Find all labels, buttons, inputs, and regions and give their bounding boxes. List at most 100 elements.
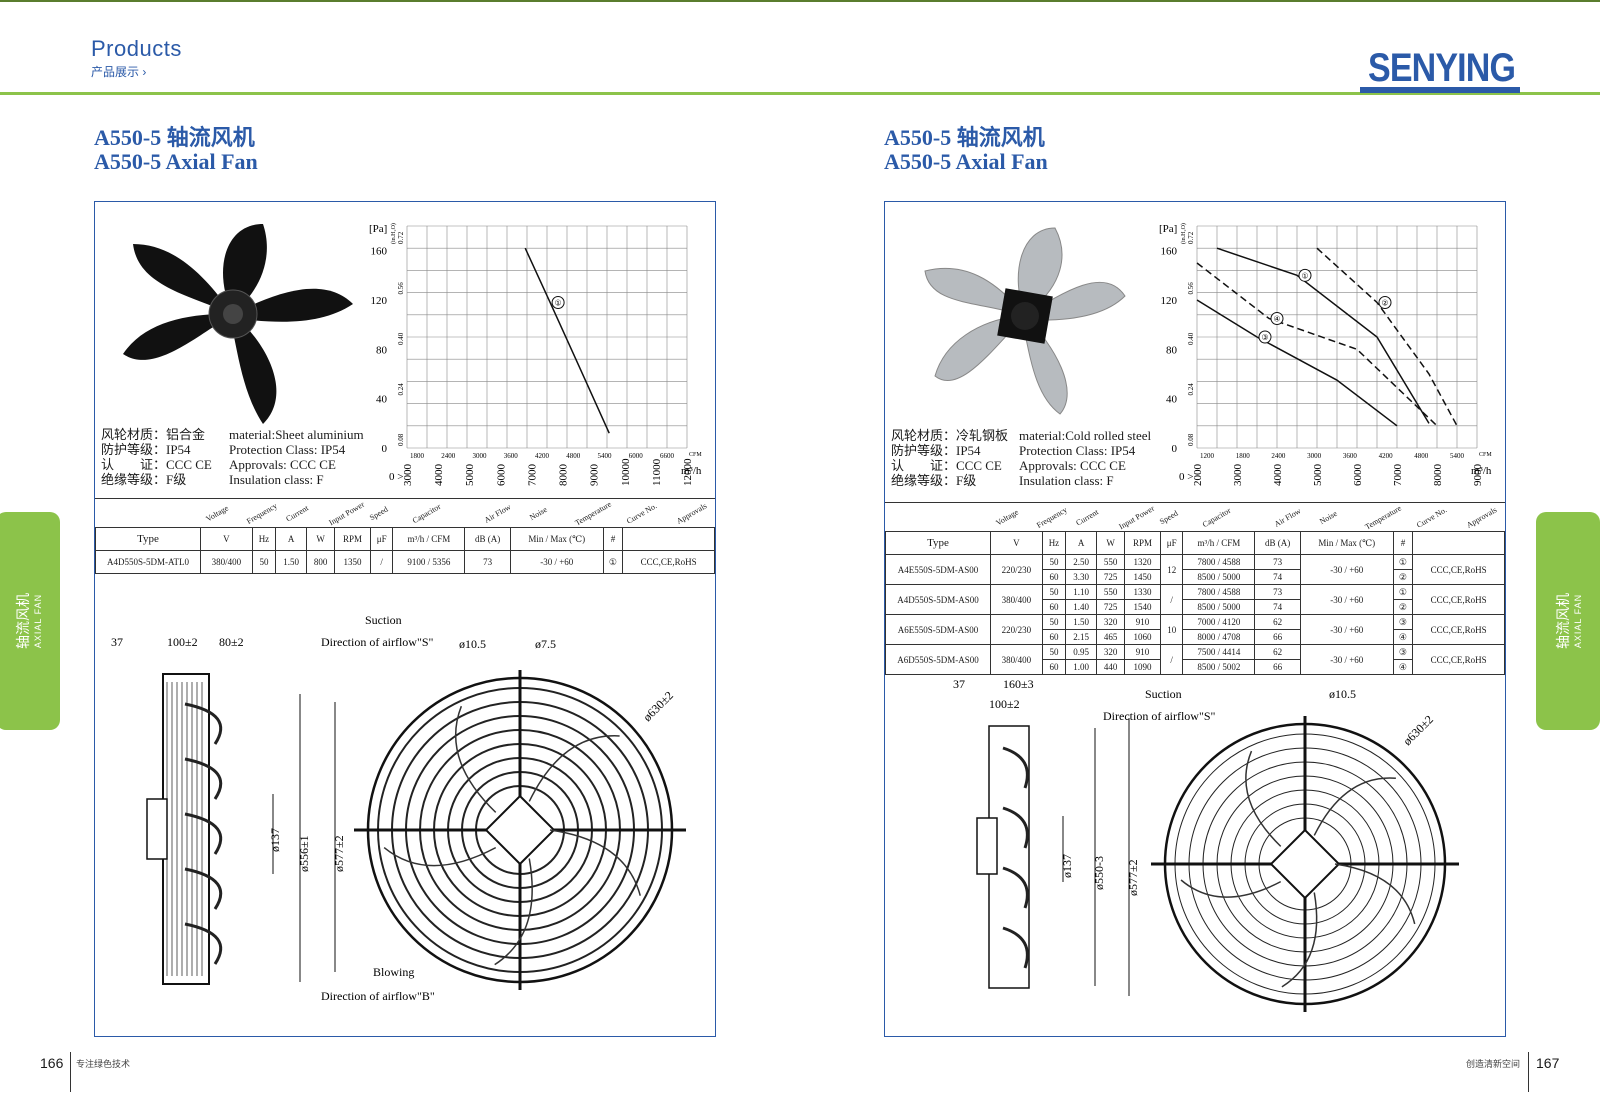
- unit-cell: m³/h / CFM: [392, 527, 466, 551]
- x-cfm-tick-label: 3000: [1307, 452, 1322, 460]
- series-marker: [1258, 330, 1272, 344]
- column-header: Input Power: [1117, 503, 1156, 532]
- page-number-left: 166: [40, 1055, 64, 1071]
- table-cell: 1.50: [275, 550, 308, 574]
- table-cell: 380/400: [200, 550, 253, 574]
- voltage-cell: 220/230: [990, 554, 1043, 585]
- x-cfm-tick-label: 2400: [441, 452, 456, 460]
- column-header: Speed: [368, 504, 390, 523]
- table-cell: 1.00: [1065, 659, 1098, 675]
- y2-tick-label: 0.24: [1187, 383, 1195, 396]
- right-performance-chart: [Pa](in.H₂O)160120804000.720.560.400.240…: [1159, 223, 1492, 487]
- series-label: ①: [1301, 271, 1308, 280]
- table-cell: -30 / +60: [509, 550, 604, 574]
- table-cell: 3.30: [1065, 569, 1098, 585]
- table-cell: 8500 / 5000: [1182, 599, 1256, 615]
- table-cell: 50: [251, 550, 277, 574]
- y-tick-label: 120: [1161, 295, 1178, 307]
- footer-text-right: 创造清新空间: [1466, 1059, 1521, 1069]
- x-cfm-tick-label: 4200: [1379, 452, 1394, 460]
- series-label: ③: [1261, 333, 1268, 342]
- unit-cell: A: [275, 527, 308, 551]
- curve-cell: ③: [1392, 614, 1414, 630]
- x-cfm-tick-label: 1800: [410, 452, 425, 460]
- table-cell: 60: [1041, 569, 1067, 585]
- table-cell: 7500 / 4414: [1182, 644, 1256, 660]
- x-unit: m³/h: [681, 465, 702, 477]
- y-tick-label: 80: [1166, 344, 1178, 356]
- spec-en: Approvals: CCC CE: [229, 457, 336, 472]
- column-header: Voltage: [994, 507, 1020, 528]
- spec-cn: 防护等级：IP54: [101, 442, 191, 457]
- table-cell: 73: [1254, 554, 1301, 570]
- table-cell: 66: [1254, 629, 1301, 645]
- blade-outline: [1334, 863, 1416, 925]
- unit-cell: V: [200, 527, 253, 551]
- table-cell: 320: [1096, 614, 1125, 630]
- blade-outline: [383, 846, 497, 867]
- unit-cell: μF: [370, 527, 394, 551]
- curve-cell: ④: [1392, 659, 1414, 675]
- x-tick-label: 6000: [495, 464, 507, 487]
- y-tick-label: 40: [376, 394, 388, 406]
- series-marker: [1378, 295, 1392, 309]
- table-cell: 50: [1041, 614, 1067, 630]
- y-tick-label: 80: [376, 344, 388, 356]
- x-cfm-tick-label: 5400: [598, 452, 613, 460]
- series-line: [1316, 247, 1458, 427]
- curve-cell: ①: [1392, 584, 1414, 600]
- table-cell: 74: [1254, 569, 1301, 585]
- x-cfm-tick-label: 4200: [535, 452, 550, 460]
- blade-outline: [1281, 892, 1318, 988]
- model-cell: A6E550S-5DM-AS00: [885, 614, 991, 645]
- table-cell: 73: [1254, 584, 1301, 600]
- blade-side: [184, 812, 223, 855]
- table-cell: 7800 / 4588: [1182, 584, 1256, 600]
- curve-cell: ②: [1392, 569, 1414, 585]
- blade-side: [184, 702, 223, 745]
- y-tick-label: 160: [371, 246, 388, 258]
- table-cell: 50: [1041, 584, 1067, 600]
- x-tick-label: 5000: [464, 464, 476, 487]
- table-cell: 50: [1041, 644, 1067, 660]
- series-label: ②: [1381, 298, 1388, 307]
- table-cell: 1320: [1123, 554, 1162, 570]
- blade-side: [1002, 746, 1029, 789]
- table-cell: 0.95: [1065, 644, 1098, 660]
- table-cell: 1450: [1123, 569, 1162, 585]
- x-cfm-tick-label: 1800: [1236, 452, 1251, 460]
- model-cell: A4E550S-5DM-AS00: [885, 554, 991, 585]
- spec-en: Insulation class: F: [1019, 473, 1114, 488]
- dimension-label: 100±2: [167, 635, 198, 649]
- temperature-cell: -30 / +60: [1299, 644, 1394, 675]
- blade-outline: [528, 735, 620, 802]
- chart-grid: [406, 225, 688, 449]
- blade-outline: [1245, 750, 1282, 847]
- x-cfm-tick-label: 4800: [1414, 452, 1429, 460]
- table-cell: 8000 / 4708: [1182, 629, 1256, 645]
- voltage-cell: 220/230: [990, 614, 1043, 645]
- x-tick-label: 7000: [1392, 464, 1404, 487]
- table-cell: 910: [1123, 644, 1162, 660]
- footer-text-left: 专注绿色技术: [76, 1059, 131, 1069]
- table-cell: 1.10: [1065, 584, 1098, 600]
- column-header: Capacitor: [1200, 505, 1233, 530]
- table-cell: 1540: [1123, 599, 1162, 615]
- column-header: Capacitor: [410, 501, 443, 526]
- page-number-right: 167: [1536, 1055, 1560, 1071]
- table-cell: A4D550S-5DM-ATL0: [95, 550, 201, 574]
- table-cell: 1.40: [1065, 599, 1098, 615]
- table-cell: 550: [1096, 584, 1125, 600]
- column-header: Frequency: [245, 501, 279, 526]
- table-cell: 7000 / 4120: [1182, 614, 1256, 630]
- dimension-label: 37: [111, 635, 123, 649]
- x-tick-label: 10000: [620, 458, 632, 486]
